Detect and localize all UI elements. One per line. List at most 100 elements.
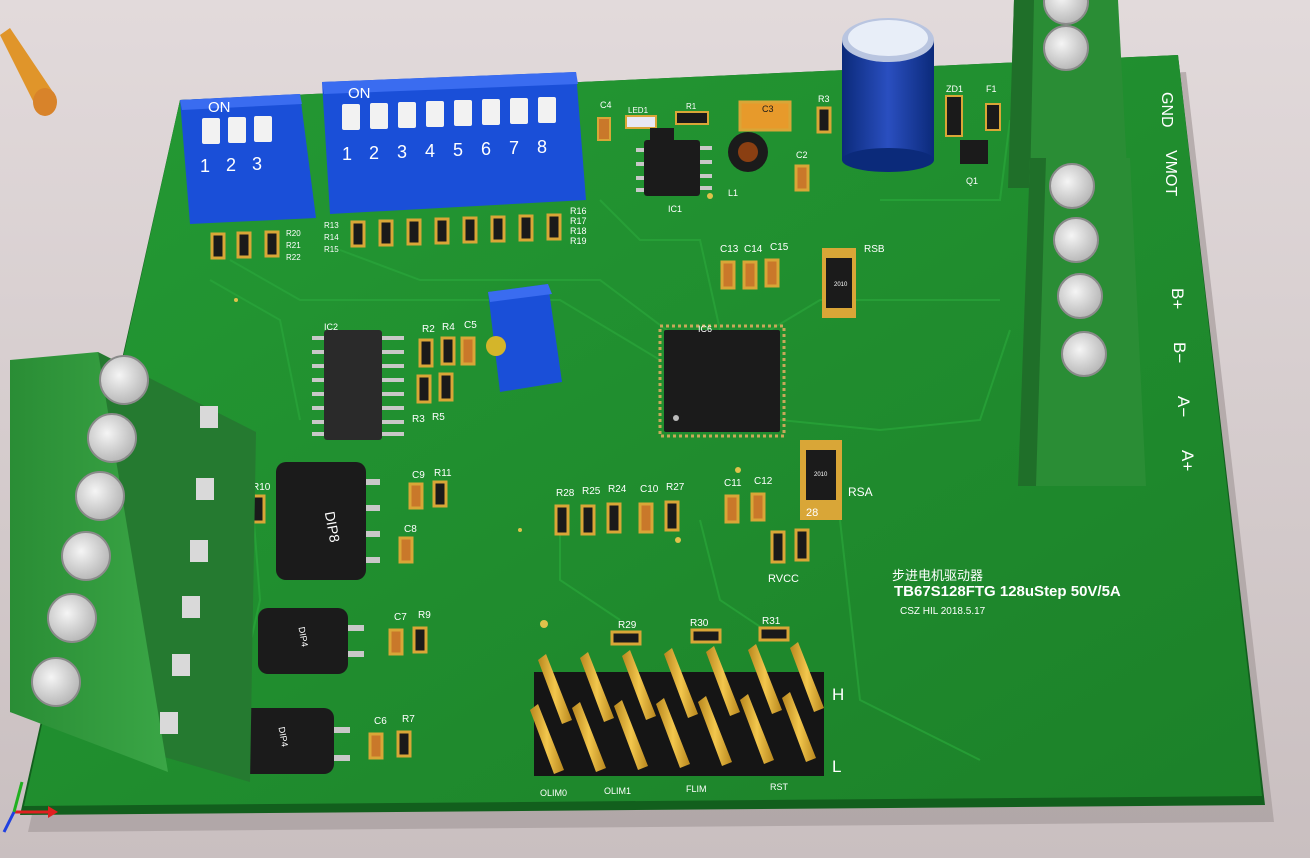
pin-header-jumpers[interactable]: H L OLIM0 OLIM1 FLIM RST <box>530 642 844 798</box>
dip-switch-3[interactable]: ON 1 2 3 <box>180 94 316 224</box>
ref-ic1: IC1 <box>668 204 682 214</box>
title-en: TB67S128FTG 128uStep 50V/5A <box>894 583 1121 600</box>
dip3-levers <box>202 116 272 144</box>
transistor-q1 <box>960 140 988 164</box>
ref-r20: R20 <box>286 229 301 238</box>
rsb-marking: 2010 <box>834 282 848 288</box>
ref-r24: R24 <box>608 484 627 495</box>
ref-ic6: IC6 <box>698 324 712 334</box>
dip4b-marking: DIP4 <box>277 726 290 747</box>
ref-c15: C15 <box>770 242 789 253</box>
ref-r28: R28 <box>556 488 575 499</box>
title-cn: 步进电机驱动器 <box>892 568 983 583</box>
dip3-on-label: ON <box>208 99 231 116</box>
ref-c6: C6 <box>374 716 387 727</box>
zener-zd1 <box>945 95 963 137</box>
terminal-bminus-label: B− <box>1170 342 1189 363</box>
ref-r2: R2 <box>422 324 435 335</box>
ref-r25: R25 <box>582 486 601 497</box>
dip-switch-8[interactable]: ON 1 2 3 4 5 6 7 8 <box>322 72 586 214</box>
ref-l1: L1 <box>728 188 738 198</box>
dip8-num-3: 3 <box>397 142 407 162</box>
ref-c9: C9 <box>412 470 425 481</box>
ref-c8: C8 <box>404 524 417 535</box>
power-section: C4 LED1 R1 IC1 C3 L1 R3 C2 ZD1 F1 Q1 <box>597 18 1001 214</box>
ref-r15: R15 <box>324 245 339 254</box>
ref-r19: R19 <box>570 236 587 246</box>
dip8-num-1: 1 <box>342 144 352 164</box>
dip3-num-3: 3 <box>252 154 262 174</box>
ref-c2: C2 <box>796 150 808 160</box>
ref-r16: R16 <box>570 206 587 216</box>
ref-c12: C12 <box>754 476 773 487</box>
ref-r29: R29 <box>618 620 637 631</box>
ref-c3: C3 <box>762 104 774 114</box>
ref-r22: R22 <box>286 253 301 262</box>
dip8-num-8: 8 <box>537 137 547 157</box>
ref-rsa: RSA <box>848 485 873 499</box>
ref-r9: R9 <box>418 610 431 621</box>
rsa-number: 28 <box>806 507 818 519</box>
rsa-marking: 2010 <box>814 472 828 478</box>
ref-r14: R14 <box>324 233 339 242</box>
ref-r21: R21 <box>286 241 301 250</box>
ref-r11: R11 <box>434 468 452 479</box>
ref-c7: C7 <box>394 612 407 623</box>
jumper-resistors: R29 R30 R31 <box>610 616 790 646</box>
tantalum-cap <box>738 100 792 132</box>
ref-c14: C14 <box>744 244 763 255</box>
ref-r30: R30 <box>690 618 709 629</box>
ref-r3-lower: R3 <box>412 414 425 425</box>
jumper-flim: FLIM <box>686 784 707 794</box>
sense-section: C13 C14 C15 2010 RSB 2010 28 RSA C11 C12… <box>720 242 885 585</box>
pullup-resistors: R20 R21 R22 R13 R14 R15 R16 R17 R18 R19 <box>210 206 587 262</box>
terminal-bplus-label: B+ <box>1168 288 1187 309</box>
probe-object <box>0 28 57 116</box>
ref-q1: Q1 <box>966 176 978 186</box>
ref-c11: C11 <box>724 478 742 489</box>
motor-terminal-block: B+ B− A− A+ <box>1018 158 1197 486</box>
ref-r7: R7 <box>402 714 415 725</box>
dip8-num-6: 6 <box>481 139 491 159</box>
ref-r10: R10 <box>252 482 271 493</box>
fuse-f1 <box>985 103 1001 131</box>
ref-c13: C13 <box>720 244 739 255</box>
shunt-rsb <box>826 258 852 308</box>
dip8-num-4: 4 <box>425 141 435 161</box>
dip8-levers <box>342 97 556 130</box>
jumper-h-label: H <box>832 685 844 704</box>
optocoupler-dip8: DIP8 C9 R11 C8 R10 <box>250 462 452 580</box>
dip3-num-2: 2 <box>226 155 236 175</box>
terminal-gnd-label: GND <box>1158 92 1175 128</box>
board-silkscreen-title: 步进电机驱动器 TB67S128FTG 128uStep 50V/5A CSZ … <box>892 568 1121 617</box>
trimmer-potentiometer[interactable] <box>486 284 562 392</box>
ref-ic2: IC2 <box>324 322 338 332</box>
terminal-vmot-label: VMOT <box>1162 150 1179 196</box>
ic2-soic: IC2 R2 R4 C5 R3 R5 <box>312 320 477 440</box>
terminal-aminus-label: A− <box>1174 396 1193 417</box>
vias <box>234 193 741 628</box>
ref-c5: C5 <box>464 320 477 331</box>
dip4-marking: DIP4 <box>297 626 310 647</box>
ref-r1: R1 <box>686 102 697 111</box>
ic1-chip <box>644 140 700 196</box>
ref-zd1: ZD1 <box>946 84 963 94</box>
ref-r4: R4 <box>442 322 455 333</box>
axis-gizmo <box>2 781 58 833</box>
ref-rvcc: RVCC <box>768 573 799 585</box>
dip8-num-7: 7 <box>509 138 519 158</box>
dip8-marking: DIP8 <box>322 510 343 544</box>
ref-led1: LED1 <box>628 106 649 115</box>
ref-c4: C4 <box>600 100 612 110</box>
dip8-on-label: ON <box>348 85 371 102</box>
jumper-l-label: L <box>832 757 841 776</box>
resistor-row-mid: R28 R25 R24 C10 R27 <box>554 482 685 536</box>
ref-r27: R27 <box>666 482 685 493</box>
jumper-rst: RST <box>770 782 789 792</box>
driver-ic6: IC6 <box>658 324 786 438</box>
shunt-rsa <box>806 450 836 500</box>
power-terminal-block: GND VMOT <box>1008 0 1179 196</box>
ref-r13: R13 <box>324 221 339 230</box>
credit-text: CSZ HIL 2018.5.17 <box>900 606 986 617</box>
